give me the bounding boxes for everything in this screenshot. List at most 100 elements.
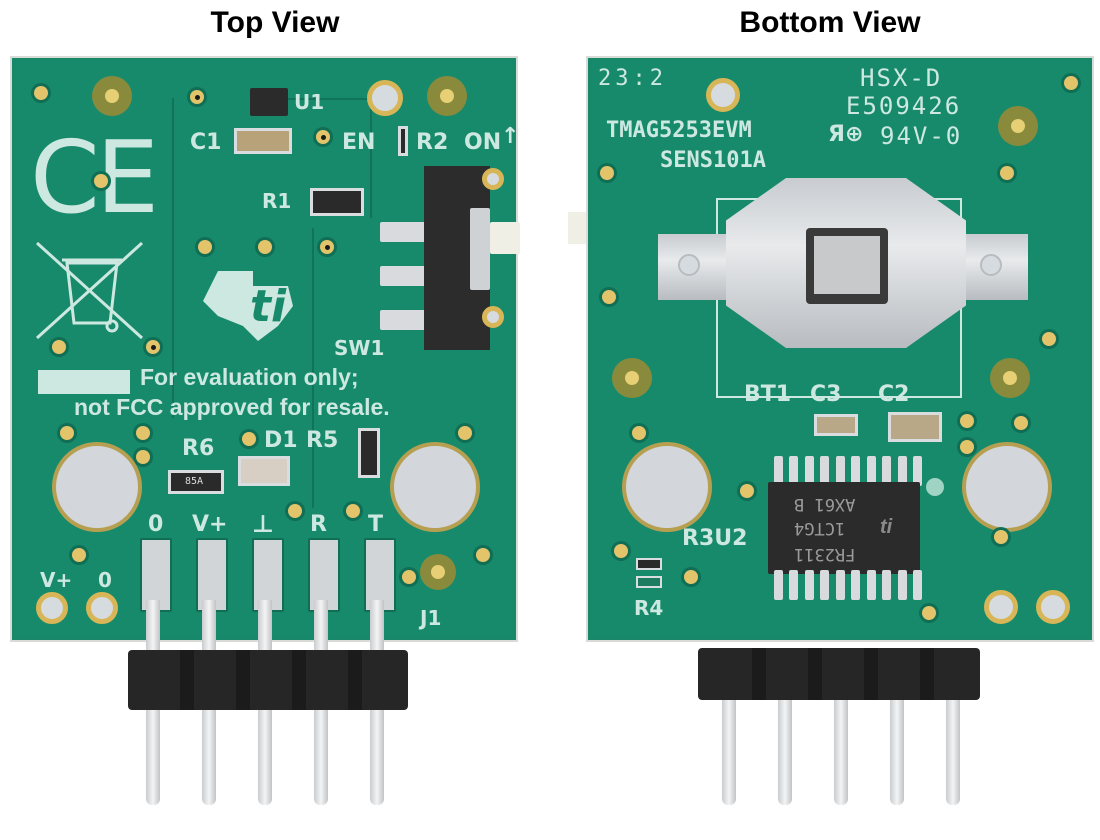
via [60,426,74,440]
board-name: TMAG5253EVM [606,118,752,143]
j1-label: J1 [420,606,442,630]
via [476,548,490,562]
r6-resistor: 85A [168,470,224,494]
switch-knob[interactable] [490,222,520,254]
top-pcb-board: U1 C1 EN R2 ON ↑ CE R1 ti SW1 [10,56,520,642]
via [146,340,160,354]
via [1014,416,1028,430]
via [922,606,936,620]
mfr-code: HSX-D [860,64,943,92]
via [242,432,256,446]
plated-hole [367,80,403,116]
bt1-label: BT1 [744,382,792,407]
ul-recognized-icon: Я⊕ [828,122,864,147]
date-code: 23:2 [598,66,667,91]
via [602,290,616,304]
side-label-vplus: V+ [40,568,73,592]
side-label-0: 0 [98,568,112,592]
plated-hole [482,168,504,190]
mounting-pad [998,106,1038,146]
weee-crossed-bin-icon [35,241,144,340]
u2-ic-bottom-leads [774,570,922,600]
fiducial [926,478,944,496]
via [1042,332,1056,346]
via [320,240,334,254]
via [684,570,698,584]
disclaimer-line2: not FCC approved for resale. [74,394,390,420]
via [402,570,416,584]
header-housing [128,650,408,710]
mounting-pad [427,76,467,116]
plated-hole [1036,590,1070,624]
c1-label: C1 [190,130,222,155]
via [34,86,48,100]
via [600,166,614,180]
bottom-pcb-board: 23:2 HSX-D E509426 TMAG5253EVM Я⊕ 94V-0 … [586,56,1094,642]
texas-instruments-logo-icon: ti [203,271,293,341]
header-pad [364,538,396,612]
pin-label-0: 0 [148,512,164,537]
via [52,340,66,354]
via [994,530,1008,544]
bottom-view-title: Bottom View [739,6,921,39]
flammability-rating: 94V-0 [880,122,963,150]
mounting-hole [622,442,712,532]
mounting-pad [612,358,652,398]
header-pad [308,538,340,612]
via [1064,76,1078,90]
via [346,504,360,518]
r2-label: R2 [416,130,449,155]
board-id: SENS101A [660,148,766,173]
c2-label: C2 [878,382,910,407]
header-pad [196,538,228,612]
u2-ic: AX61 B 1CTG4 FR2311 ti [768,482,920,574]
mounting-pad [420,554,456,590]
switch-actuator[interactable] [470,208,490,290]
mount-rivet [980,254,1002,276]
sw1-label: SW1 [334,336,385,360]
switch-lead [380,222,426,242]
via [136,450,150,464]
pin-label-vplus: V+ [192,512,228,537]
mounting-pad [990,358,1030,398]
on-label: ON [464,130,502,155]
d1-led [238,456,290,486]
mount-rivet [678,254,700,276]
r4-label: R4 [634,596,664,620]
r3-resistor [636,558,662,570]
c3-label: C3 [810,382,842,407]
via [190,90,204,104]
disclaimer-line1: For evaluation only; [140,364,359,390]
mounting-pad [92,76,132,116]
via [198,240,212,254]
r4-resistor [636,576,662,588]
via [614,544,628,558]
r1-resistor [310,188,364,216]
via [960,440,974,454]
switch-lead [380,310,426,330]
via [72,548,86,562]
on-arrow-icon: ↑ [501,124,520,149]
r3u2-label: R3U2 [682,526,748,551]
r2-resistor [398,126,408,156]
trace [252,98,372,218]
top-view-title: Top View [210,6,340,39]
plated-hole [86,592,118,624]
d1-label: D1 [264,428,298,453]
battery-window [806,228,888,304]
r5-label: R5 [306,428,339,453]
via [316,130,330,144]
via [458,426,472,440]
c2-capacitor [888,412,942,442]
via [1000,166,1014,180]
ic-marking-line1: AX61 B [794,494,856,514]
u1-label: U1 [294,90,325,114]
via [288,504,302,518]
u2-ic-top-leads [774,456,922,486]
u1-chip [250,88,288,116]
via [632,426,646,440]
svg-text:ti: ti [250,281,287,332]
plated-hole [36,592,68,624]
r6-marking: 85A [185,476,204,487]
mounting-hole [390,442,480,532]
